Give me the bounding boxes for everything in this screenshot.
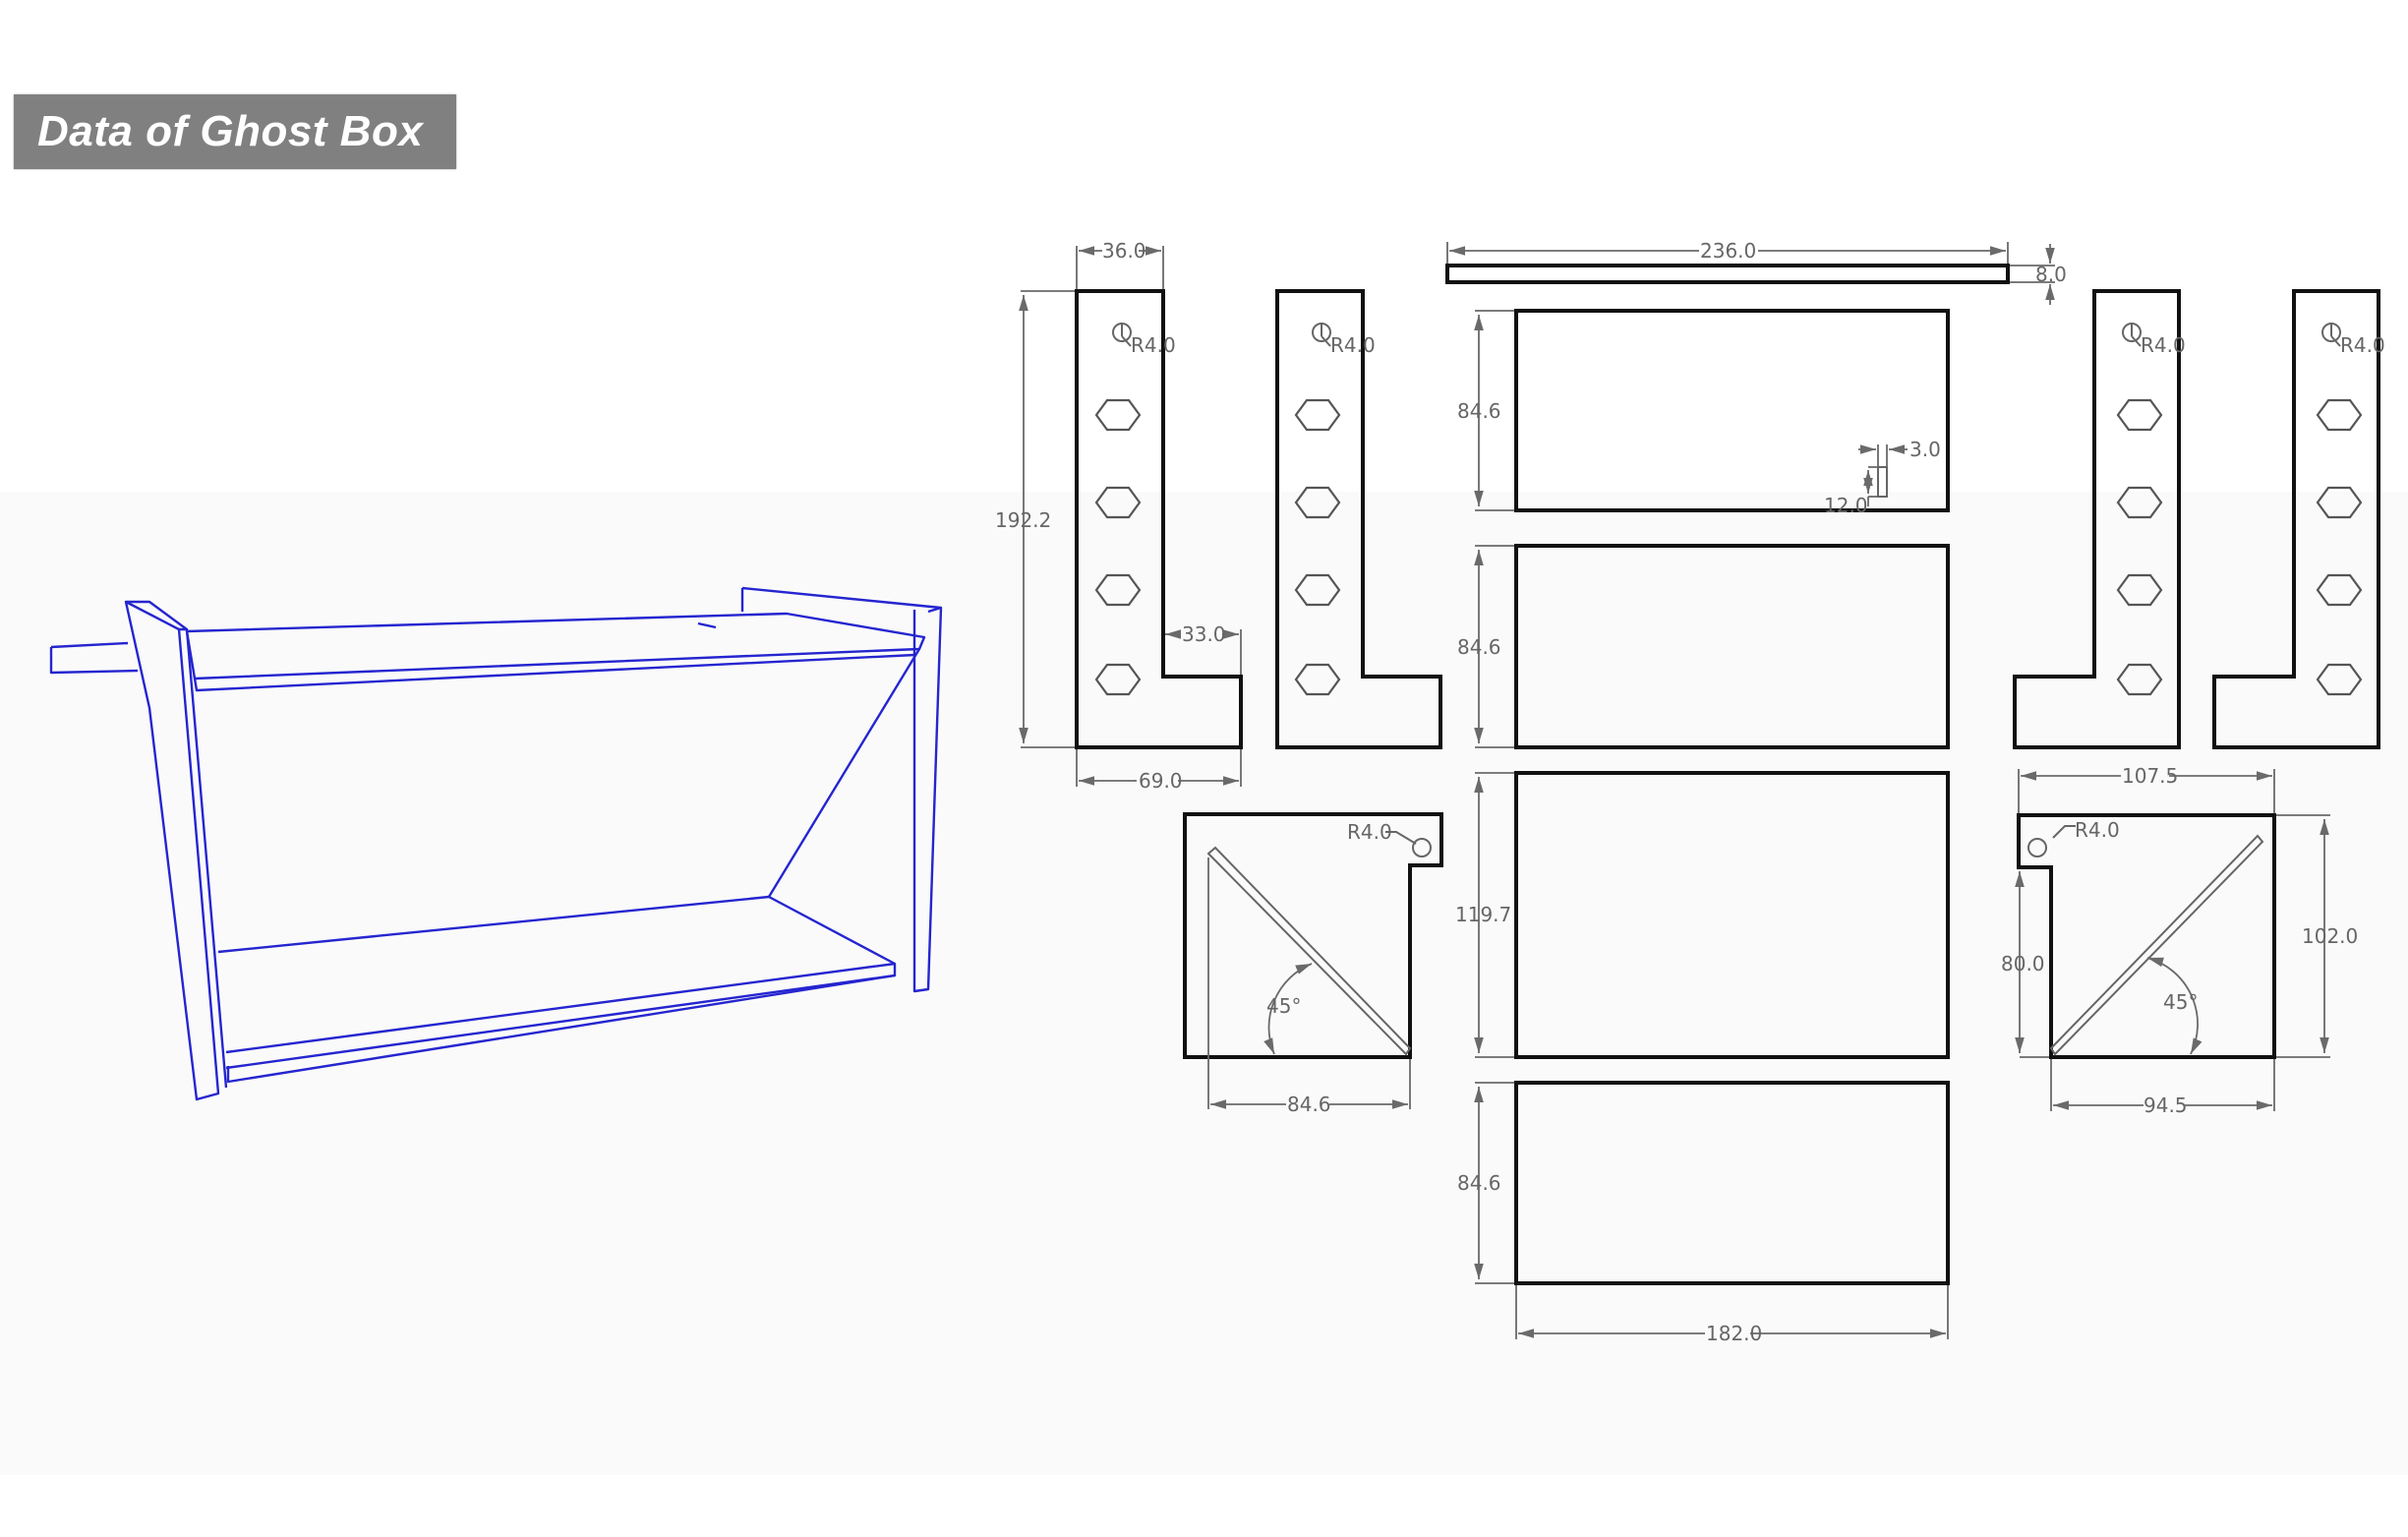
side-panel-4: R4.0 bbox=[2212, 289, 2385, 749]
dim-base-width: 69.0 bbox=[1139, 769, 1183, 793]
hole-radius-label: R4.0 bbox=[2075, 818, 2120, 842]
hole-radius-label: R4.0 bbox=[2141, 333, 2186, 357]
side-panel-3: R4.0 bbox=[2013, 289, 2186, 749]
panel-d: 84.6 182.0 bbox=[1457, 1081, 1950, 1345]
dim-height: 84.6 bbox=[1457, 635, 1501, 659]
dim-angle: 45° bbox=[2163, 990, 2198, 1014]
background-wash bbox=[0, 492, 2408, 1475]
dim-slot-height: 12.0 bbox=[1824, 494, 1868, 517]
dim-height: 119.7 bbox=[1455, 903, 1511, 926]
hole-radius-label: R4.0 bbox=[1347, 820, 1392, 844]
dim-height: 84.6 bbox=[1457, 1171, 1501, 1195]
dim-top-width: 107.5 bbox=[2122, 764, 2178, 788]
page-title: Data of Ghost Box bbox=[37, 107, 424, 155]
bracket-right: R4.0 45° 107.5 102.0 80.0 94.5 bbox=[2001, 764, 2358, 1117]
isometric-view bbox=[49, 586, 943, 1101]
panel-c: 119.7 bbox=[1455, 771, 1950, 1059]
dim-notch-height: 80.0 bbox=[2001, 952, 2045, 975]
panel-b: 84.6 bbox=[1457, 544, 1950, 749]
bracket-left: R4.0 45° 84.6 bbox=[1183, 812, 1443, 1116]
dim-base: 84.6 bbox=[1287, 1093, 1331, 1116]
dim-slot-width: 3.0 bbox=[1909, 438, 1941, 461]
dim-width: 182.0 bbox=[1706, 1322, 1762, 1345]
dim-foot-width: 33.0 bbox=[1182, 622, 1226, 646]
dim-length: 236.0 bbox=[1700, 239, 1756, 263]
side-panel-1: R4.0 36.0 192.2 33.0 69.0 bbox=[995, 239, 1243, 793]
dim-base: 94.5 bbox=[2144, 1094, 2188, 1117]
dim-thickness: 8.0 bbox=[2035, 263, 2067, 286]
dim-height: 102.0 bbox=[2302, 924, 2358, 948]
panel-a: 84.6 3.0 12.0 bbox=[1457, 309, 1950, 517]
top-strip: 236.0 8.0 bbox=[1445, 239, 2067, 305]
hole-radius-label: R4.0 bbox=[2340, 333, 2385, 357]
hole-radius-label: R4.0 bbox=[1330, 333, 1376, 357]
title-banner: Data of Ghost Box bbox=[14, 94, 456, 169]
hole-radius-label: R4.0 bbox=[1131, 333, 1176, 357]
dim-height: 192.2 bbox=[995, 508, 1051, 532]
dim-height: 84.6 bbox=[1457, 399, 1501, 423]
dim-width-top: 36.0 bbox=[1102, 239, 1146, 263]
dim-angle: 45° bbox=[1266, 994, 1301, 1018]
side-panel-2: R4.0 bbox=[1275, 289, 1442, 749]
